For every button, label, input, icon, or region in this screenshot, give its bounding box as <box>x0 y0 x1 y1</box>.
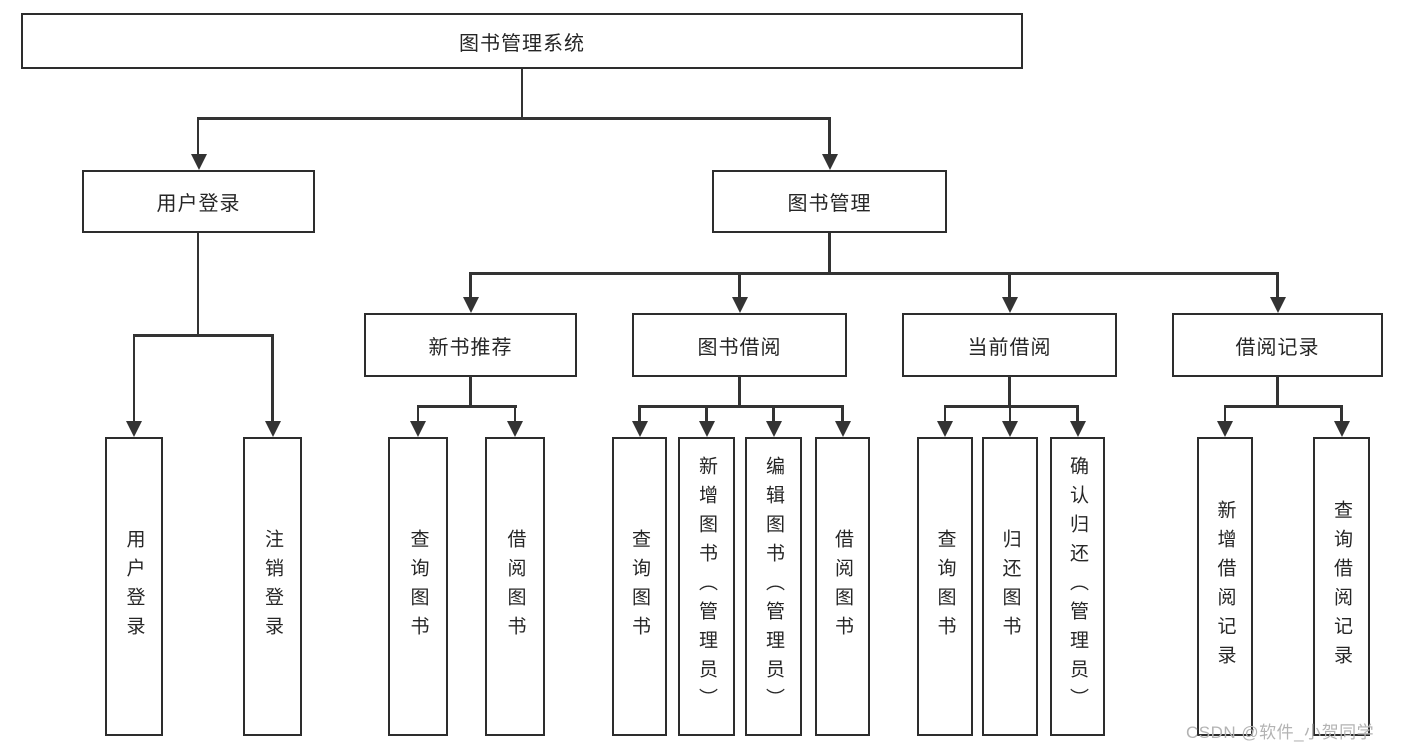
leaf-label: 归还图书 <box>999 528 1021 645</box>
leaf-label: 查询借阅记录 <box>1331 499 1352 674</box>
connector-line <box>196 117 832 120</box>
connector-line <box>132 334 136 422</box>
connector-line <box>841 405 844 422</box>
arrow-down-icon <box>410 421 426 437</box>
connector-line <box>132 334 274 337</box>
leaf-confirm-return-admin: 确认归还（管理员） <box>1050 437 1105 736</box>
connector-line <box>1276 376 1279 406</box>
csdn-watermark: CSDN @软件_小贺同学 <box>1186 723 1375 742</box>
connector-line <box>196 117 200 155</box>
connector-line <box>196 233 200 336</box>
leaf-label: 新增图书（管理员） <box>696 456 717 717</box>
arrow-down-icon <box>126 421 142 437</box>
arrow-down-icon <box>264 421 281 437</box>
arrow-down-icon <box>462 297 479 313</box>
arrow-down-icon <box>834 421 851 437</box>
connector-line <box>1276 272 1279 298</box>
connector-line <box>638 405 844 408</box>
arrow-down-icon <box>698 421 715 437</box>
arrow-down-icon <box>1217 421 1233 437</box>
connector-line <box>469 272 472 298</box>
connector-line <box>638 405 641 422</box>
arrow-down-icon <box>1002 421 1018 437</box>
connector-line <box>416 405 420 422</box>
connector-line <box>738 376 741 406</box>
connector-line <box>1008 376 1011 406</box>
connector-line <box>1008 405 1012 422</box>
leaf-user-login: 用户登录 <box>105 437 163 736</box>
arrow-down-icon <box>821 154 838 170</box>
node-book-management: 图书管理 <box>712 170 947 233</box>
node-borrow-records: 借阅记录 <box>1172 313 1383 377</box>
connector-line <box>1008 272 1011 298</box>
leaf-label: 借阅图书 <box>832 528 853 645</box>
connector-line <box>705 405 708 422</box>
leaf-label: 新增借阅记录 <box>1214 499 1236 674</box>
leaf-borrow-book-recommend: 借阅图书 <box>485 437 545 736</box>
leaf-label: 用户登录 <box>123 528 145 645</box>
connector-line <box>469 376 472 406</box>
connector-line <box>943 405 1079 408</box>
node-user-login: 用户登录 <box>82 170 315 233</box>
leaf-borrow-book: 借阅图书 <box>815 437 870 736</box>
arrow-down-icon <box>765 421 782 437</box>
connector-line <box>1223 405 1343 408</box>
connector-line <box>468 272 1279 275</box>
node-root: 图书管理系统 <box>21 13 1023 69</box>
leaf-logout: 注销登录 <box>243 437 302 736</box>
arrow-down-icon <box>631 421 648 437</box>
leaf-query-book-recommend: 查询图书 <box>388 437 448 736</box>
leaf-add-borrow-record: 新增借阅记录 <box>1197 437 1253 736</box>
leaf-label: 查询图书 <box>934 528 956 645</box>
connector-line <box>1223 405 1227 422</box>
leaf-label: 注销登录 <box>262 528 283 645</box>
leaf-add-book-admin: 新增图书（管理员） <box>678 437 735 736</box>
connector-line <box>1340 405 1343 422</box>
arrow-down-icon <box>1333 421 1350 437</box>
connector-line <box>271 334 274 422</box>
leaf-query-book-current: 查询图书 <box>917 437 973 736</box>
arrow-down-icon <box>731 297 748 313</box>
leaf-query-book-borrow: 查询图书 <box>612 437 667 736</box>
arrow-down-icon <box>1069 421 1086 437</box>
connector-line <box>1076 405 1079 422</box>
arrow-down-icon <box>1001 297 1018 313</box>
node-current-borrow: 当前借阅 <box>902 313 1117 377</box>
leaf-label: 查询图书 <box>629 528 650 645</box>
arrow-down-icon <box>1269 297 1286 313</box>
arrow-down-icon <box>937 421 953 437</box>
connector-line <box>828 117 831 155</box>
connector-line <box>943 405 947 422</box>
connector-line <box>772 405 775 422</box>
connector-line <box>513 405 517 422</box>
leaf-label: 借阅图书 <box>504 528 526 645</box>
node-new-book-recommend: 新书推荐 <box>364 313 577 377</box>
leaf-query-borrow-record: 查询借阅记录 <box>1313 437 1370 736</box>
connector-line <box>828 233 831 274</box>
connector-line <box>416 405 517 408</box>
leaf-edit-book-admin: 编辑图书（管理员） <box>745 437 802 736</box>
leaf-label: 确认归还（管理员） <box>1067 456 1088 717</box>
leaf-return-book: 归还图书 <box>982 437 1038 736</box>
leaf-label: 查询图书 <box>407 528 429 645</box>
connector-line <box>738 272 741 298</box>
node-book-borrow: 图书借阅 <box>632 313 847 377</box>
arrow-down-icon <box>507 421 523 437</box>
connector-line <box>520 69 524 118</box>
arrow-down-icon <box>190 154 207 170</box>
leaf-label: 编辑图书（管理员） <box>763 456 784 717</box>
